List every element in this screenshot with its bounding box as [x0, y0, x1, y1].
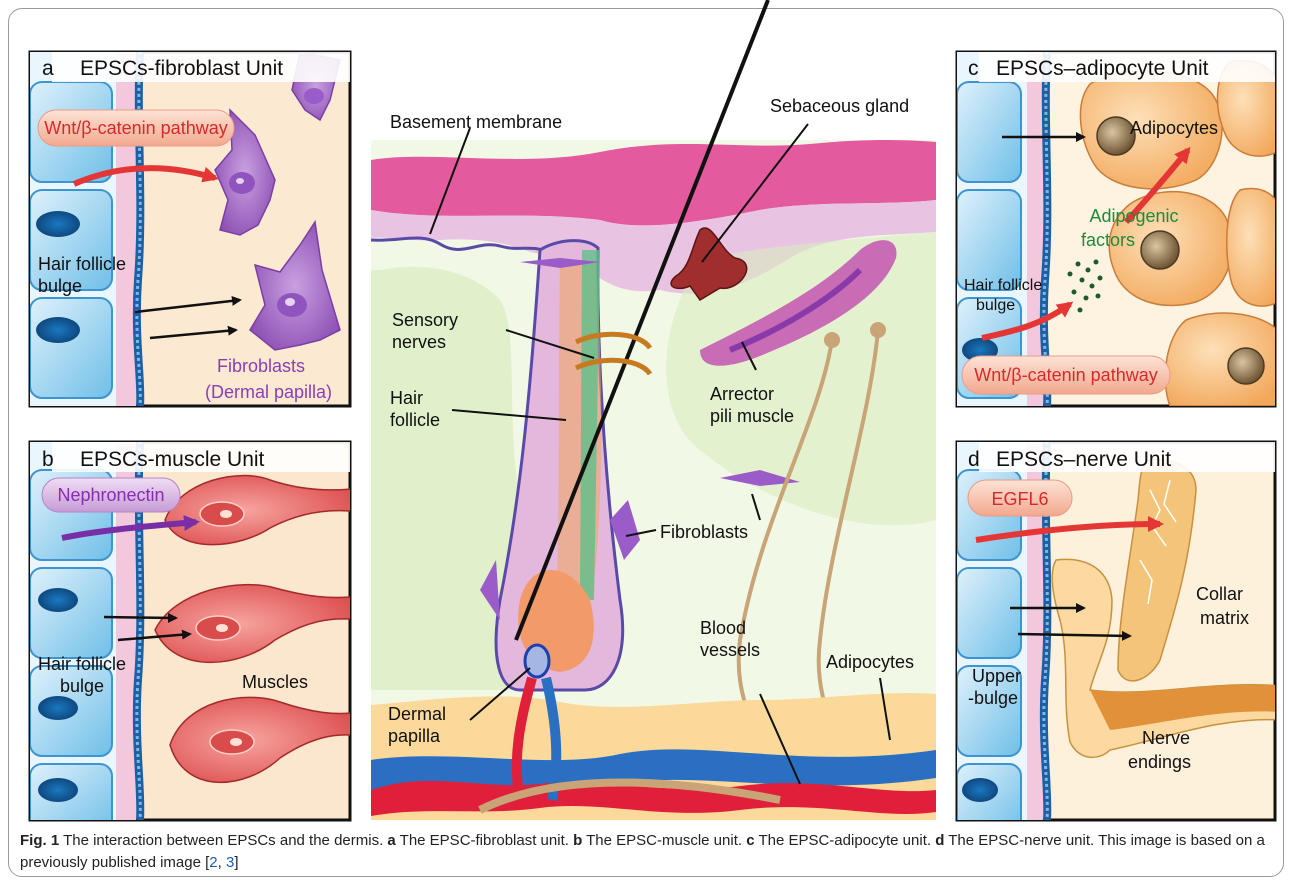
adipocyte-cell	[1165, 313, 1282, 406]
basement-strip-a	[116, 52, 136, 406]
panel-a-letter: a	[42, 57, 54, 80]
wnt-pathway-label-c: Wnt/β-catenin pathway	[974, 365, 1157, 385]
arrector-label-2: pili muscle	[710, 406, 794, 426]
panel-d-title: EPSCs–nerve Unit	[996, 448, 1171, 471]
fibroblasts-label-a-2: (Dermal papilla)	[205, 382, 332, 402]
bulge-label-a-1: Hair follicle	[38, 254, 126, 274]
fibroblasts-label-a-1: Fibroblasts	[217, 356, 305, 376]
dermal-papilla-label-2: papilla	[388, 726, 441, 746]
panel-c-title: EPSCs–adipocyte Unit	[996, 57, 1209, 80]
adipogenic-label-1: Adipogenic	[1089, 206, 1178, 226]
upper-bulge-label-1: Upper	[972, 666, 1021, 686]
sensory-nerves-label-1: Sensory	[392, 310, 458, 330]
nerve-endings-label-2: endings	[1128, 752, 1191, 772]
caption-letter-d: d	[935, 832, 944, 849]
sensory-nerves-label-2: nerves	[392, 332, 446, 352]
adipocytes-label-c: Adipocytes	[1130, 118, 1218, 138]
panel-c-letter: c	[968, 57, 979, 80]
panel-b-letter: b	[42, 448, 54, 471]
figure-caption: Fig. 1 The interaction between EPSCs and…	[20, 830, 1270, 874]
bulge-label-c-2: bulge	[976, 297, 1015, 314]
caption-text-c: The EPSC-adipocyte unit.	[755, 832, 936, 849]
adipocyte-cell	[1227, 188, 1282, 306]
panel-d-letter: d	[968, 448, 980, 471]
adipogenic-label-2: factors	[1081, 230, 1135, 250]
center-skin-diagram: Basement membrane Sebaceous gland Sensor…	[371, 0, 936, 820]
sebaceous-gland-label: Sebaceous gland	[770, 96, 909, 116]
panel-c: c EPSCs–adipocyte Unit Adipocytes Adipog…	[957, 52, 1282, 406]
dermal-papilla-label-1: Dermal	[388, 704, 446, 724]
adipocytes-label-center: Adipocytes	[826, 652, 914, 672]
panel-a-title: EPSCs-fibroblast Unit	[80, 57, 283, 80]
collar-label-2: matrix	[1200, 608, 1249, 628]
egfl6-label: EGFL6	[991, 489, 1048, 509]
dermal-papilla	[525, 645, 549, 677]
figure-canvas: a EPSCs-fibroblast Unit Wnt/β-catenin pa…	[0, 0, 1292, 830]
blood-vessels-label-2: vessels	[700, 640, 760, 660]
caption-letter-c: c	[746, 832, 754, 849]
fibroblasts-label-center: Fibroblasts	[660, 522, 748, 542]
caption-text-b: The EPSC-muscle unit.	[582, 832, 746, 849]
muscles-label: Muscles	[242, 672, 308, 692]
reference-link-2[interactable]: 2	[209, 854, 217, 871]
panel-d: d EPSCs–nerve Unit EGFL6 Collar matrix U…	[957, 442, 1282, 830]
panel-b: b EPSCs-muscle Unit Nephronectin Hair fo…	[30, 442, 360, 830]
basement-membrane-label: Basement membrane	[390, 112, 562, 132]
panel-b-title: EPSCs-muscle Unit	[80, 448, 265, 471]
caption-letter-a: a	[387, 832, 395, 849]
upper-bulge-label-2: -bulge	[968, 688, 1018, 708]
nerve-endings-label-1: Nerve	[1142, 728, 1190, 748]
blood-vessels-label-1: Blood	[700, 618, 746, 638]
black-arrow	[104, 617, 176, 618]
caption-letter-b: b	[573, 832, 582, 849]
bulge-label-b-2: bulge	[60, 676, 104, 696]
bulge-cells-b	[30, 470, 112, 830]
nephronectin-label: Nephronectin	[57, 485, 164, 505]
bulge-label-c-1: Hair follicle	[964, 277, 1042, 294]
arrector-label-1: Arrector	[710, 384, 774, 404]
bulge-label-b-1: Hair follicle	[38, 654, 126, 674]
hair-follicle-label-2: follicle	[390, 410, 440, 430]
caption-text-a: The EPSC-fibroblast unit.	[396, 832, 573, 849]
hair-follicle-label-1: Hair	[390, 388, 423, 408]
wnt-pathway-label-a: Wnt/β-catenin pathway	[44, 118, 227, 138]
bulge-label-a-2: bulge	[38, 276, 82, 296]
caption-sep: ,	[218, 854, 226, 871]
panel-a: a EPSCs-fibroblast Unit Wnt/β-catenin pa…	[30, 52, 350, 406]
collar-label-1: Collar	[1196, 584, 1243, 604]
caption-end: ]	[234, 854, 238, 871]
caption-text-1: The interaction between EPSCs and the de…	[59, 832, 387, 849]
caption-fig-label: Fig. 1	[20, 832, 59, 849]
